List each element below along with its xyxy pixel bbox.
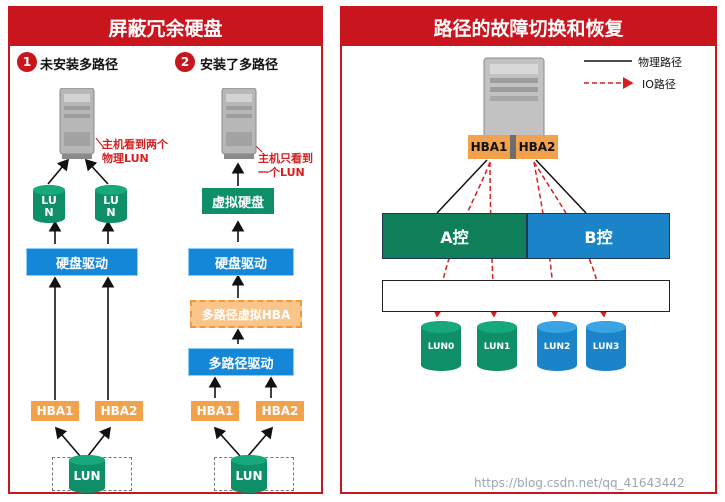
- lun-cylinder-right: LU N: [94, 184, 128, 224]
- controller-a: A控: [382, 213, 527, 259]
- legend-io-label: IO路径: [642, 78, 676, 91]
- hba1-label: HBA1: [470, 140, 508, 154]
- hba1-box-2: HBA1: [191, 401, 239, 421]
- multipath-virtual-hba-box: 多路径虚拟HBA: [190, 300, 302, 328]
- hba-divider: [510, 135, 516, 159]
- right-panel: 路径的故障切换和恢复 物理路径 IO路径: [340, 6, 717, 494]
- lun-cylinder-bottom-2: LUN: [230, 454, 268, 494]
- left-panel-arrows: [47, 137, 278, 457]
- section1-number: 1: [17, 52, 37, 72]
- right-panel-title: 路径的故障切换和恢复: [342, 8, 715, 46]
- controller-b: B控: [527, 213, 670, 259]
- left-panel: 屏蔽冗余硬盘 1 未安装多路径 2 安装了多路径: [8, 6, 323, 494]
- disk-driver-box-1: 硬盘驱动: [26, 248, 138, 276]
- legend-physical-label: 物理路径: [638, 56, 682, 69]
- hba2-label: HBA2: [518, 140, 556, 154]
- lun-cylinder-left: LU N: [32, 184, 66, 224]
- section2-note: 主机只看到 一个LUN: [258, 152, 313, 179]
- multipath-driver-box: 多路径驱动: [188, 348, 294, 376]
- section1-note: 主机看到两个 物理LUN: [102, 138, 168, 165]
- lun3-cylinder: LUN3: [585, 320, 627, 372]
- server-icon: [220, 87, 260, 164]
- virtualization-layer-box: [382, 280, 670, 312]
- server-icon: [58, 87, 98, 164]
- left-panel-title: 屏蔽冗余硬盘: [10, 8, 321, 46]
- hba2-box-2: HBA2: [256, 401, 304, 421]
- hba2-box-1: HBA2: [95, 401, 143, 421]
- hba-strip: HBA1 HBA2: [468, 135, 558, 159]
- lun1-cylinder: LUN1: [476, 320, 518, 372]
- section2-number: 2: [175, 52, 195, 72]
- lun2-cylinder: LUN2: [536, 320, 578, 372]
- virtual-disk-box: 虚拟硬盘: [202, 188, 274, 214]
- watermark: https://blog.csdn.net/qq_41643442: [474, 476, 685, 490]
- section2-title: 安装了多路径: [200, 58, 279, 73]
- lun0-cylinder: LUN0: [420, 320, 462, 372]
- hba1-box-1: HBA1: [31, 401, 79, 421]
- server-icon: [482, 56, 548, 144]
- section1-title: 未安装多路径: [40, 58, 119, 73]
- disk-driver-box-2: 硬盘驱动: [188, 248, 294, 276]
- lun-cylinder-bottom-1: LUN: [68, 454, 106, 494]
